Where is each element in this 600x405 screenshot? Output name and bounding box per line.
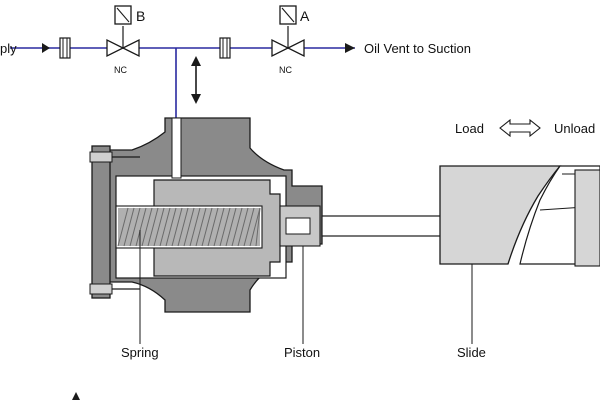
unload-label: Unload bbox=[554, 121, 595, 136]
spring-coil bbox=[153, 207, 165, 247]
spring-coil bbox=[219, 207, 231, 247]
valve-a bbox=[271, 5, 305, 58]
spring-coil bbox=[195, 207, 207, 247]
spring-coil bbox=[117, 207, 129, 247]
connecting-rod bbox=[321, 215, 443, 237]
oil-port bbox=[171, 117, 182, 179]
bolt-top-icon bbox=[89, 151, 113, 163]
load-label: Load bbox=[455, 121, 484, 136]
valve-b-nc-label: NC bbox=[114, 65, 127, 75]
spring-coil bbox=[189, 207, 201, 247]
spring-coil bbox=[135, 207, 147, 247]
cropped-arrow-icon bbox=[72, 392, 80, 400]
gate-valve-icon bbox=[106, 38, 125, 58]
vent-arrow-icon bbox=[345, 43, 355, 53]
gate-valve-icon bbox=[271, 38, 290, 58]
oil-vent-label: Oil Vent to Suction bbox=[364, 41, 471, 56]
spring-coil bbox=[225, 207, 237, 247]
spring bbox=[117, 207, 261, 247]
spring-coil bbox=[129, 207, 141, 247]
slide bbox=[439, 165, 600, 267]
spring-coil bbox=[147, 207, 159, 247]
spring-coil bbox=[243, 207, 255, 247]
strainer-right-icon bbox=[219, 37, 231, 59]
spring-coil bbox=[237, 207, 249, 247]
vertical-double-arrow-icon bbox=[191, 56, 201, 104]
supply-arrow-icon bbox=[42, 43, 50, 53]
spring-coil bbox=[255, 207, 261, 247]
spring-coil bbox=[141, 207, 153, 247]
spring-coil bbox=[249, 207, 261, 247]
piston-label: Piston bbox=[284, 345, 320, 360]
double-headed-arrow-icon bbox=[499, 118, 541, 138]
valve-a-label: A bbox=[300, 8, 310, 24]
bolt-bottom-icon bbox=[89, 283, 113, 295]
strainer-left-icon bbox=[59, 37, 71, 59]
spring-coil bbox=[183, 207, 195, 247]
spring-coil bbox=[207, 207, 219, 247]
supply-label: ply bbox=[0, 41, 17, 56]
valve-b bbox=[106, 5, 140, 58]
spring-coil bbox=[159, 207, 171, 247]
end-cover bbox=[91, 145, 111, 299]
spring-coil bbox=[123, 207, 135, 247]
spring-coil bbox=[165, 207, 177, 247]
valve-a-nc-label: NC bbox=[279, 65, 292, 75]
spring-coil bbox=[171, 207, 183, 247]
spring-coil bbox=[213, 207, 225, 247]
spring-coil bbox=[201, 207, 213, 247]
spring-coil bbox=[177, 207, 189, 247]
slide-label: Slide bbox=[457, 345, 486, 360]
spring-label: Spring bbox=[121, 345, 159, 360]
leader-lines bbox=[139, 230, 473, 344]
valve-b-label: B bbox=[136, 8, 145, 24]
spring-coil bbox=[231, 207, 243, 247]
